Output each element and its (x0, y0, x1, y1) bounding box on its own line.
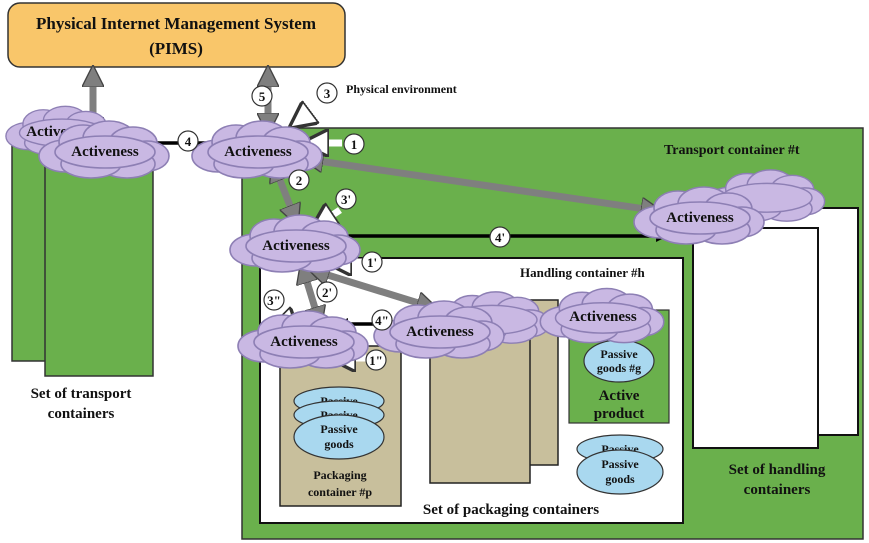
svg-text:1": 1" (369, 353, 383, 368)
active-product-label-1: Active (599, 388, 640, 404)
arrow-transport-to-handling-set (312, 160, 652, 210)
number-badge-5: 5 (251, 85, 273, 107)
number-badge-3p: 3' (335, 188, 357, 210)
passive-goods-pair: Passive Passive goods (576, 434, 664, 495)
svg-text:5: 5 (259, 89, 266, 104)
number-badge-2p: 2' (316, 281, 338, 303)
transport-container-front (44, 154, 154, 377)
svg-text:2': 2' (322, 285, 332, 300)
number-badge-3: 3 (316, 82, 338, 104)
activeness-packaging-p: Activeness (270, 334, 338, 350)
svg-text:1': 1' (367, 255, 377, 270)
passive-goods-g-label-2: goods #g (597, 361, 641, 375)
passive-goods-label-1: Passive (320, 422, 358, 436)
passive-goods-label-4: goods (605, 472, 635, 486)
activeness-handling-h: Activeness (262, 238, 330, 254)
number-badge-4: 4 (177, 130, 199, 152)
set-handling-label-2: containers (744, 482, 811, 498)
svg-text:4": 4" (375, 313, 389, 328)
transport-container-label: Transport container #t (664, 143, 800, 158)
handling-container-front (692, 227, 819, 449)
passive-goods-stack: Passive Passive Passive goods (293, 386, 385, 460)
number-badge-4pp: 4" (371, 309, 393, 331)
packaging-container-label-2: container #p (308, 485, 372, 499)
activeness-active-product: Activeness (569, 309, 637, 325)
activeness-transport-t: Activeness (224, 144, 292, 160)
number-badge-1p: 1' (361, 251, 383, 273)
svg-text:2: 2 (296, 173, 303, 188)
pims-box: Physical Internet Management System (PIM… (7, 2, 346, 68)
svg-text:3": 3" (267, 293, 281, 308)
svg-text:1: 1 (351, 137, 358, 152)
number-badge-1pp: 1" (365, 349, 387, 371)
set-handling-label-1: Set of handling (729, 462, 826, 478)
packaging-container-label-1: Packaging (313, 468, 366, 482)
set-packaging-label: Set of packaging containers (423, 502, 599, 518)
set-transport-label-1: Set of transport (31, 386, 132, 402)
number-badge-2: 2 (288, 169, 310, 191)
number-badge-1: 1 (343, 133, 365, 155)
activeness-packaging-set: Activeness (406, 324, 474, 340)
activeness-handling-set: Activeness (666, 210, 734, 226)
white-arrow-3p (322, 210, 342, 222)
arrow-handling-to-packaging-set (318, 272, 428, 306)
passive-goods-g-label-1: Passive (600, 347, 638, 361)
white-arrow-3 (300, 105, 323, 120)
set-transport-label-2: containers (48, 406, 115, 422)
passive-goods-label-3: Passive (601, 457, 639, 471)
active-product-label-2: product (594, 406, 645, 422)
svg-text:4: 4 (185, 134, 192, 149)
physical-environment-label: Physical environment (346, 82, 457, 96)
activeness-transport-set: Activeness (71, 144, 139, 160)
svg-text:3': 3' (341, 192, 351, 207)
pims-title: Physical Internet Management System (36, 14, 316, 33)
passive-goods-label-2: goods (324, 437, 354, 451)
number-badge-3pp: 3" (263, 289, 285, 311)
pims-subtitle: (PIMS) (149, 39, 203, 58)
number-badge-4p: 4' (489, 226, 511, 248)
svg-text:3: 3 (324, 86, 331, 101)
svg-text:4': 4' (495, 230, 505, 245)
handling-container-label: Handling container #h (520, 265, 646, 280)
